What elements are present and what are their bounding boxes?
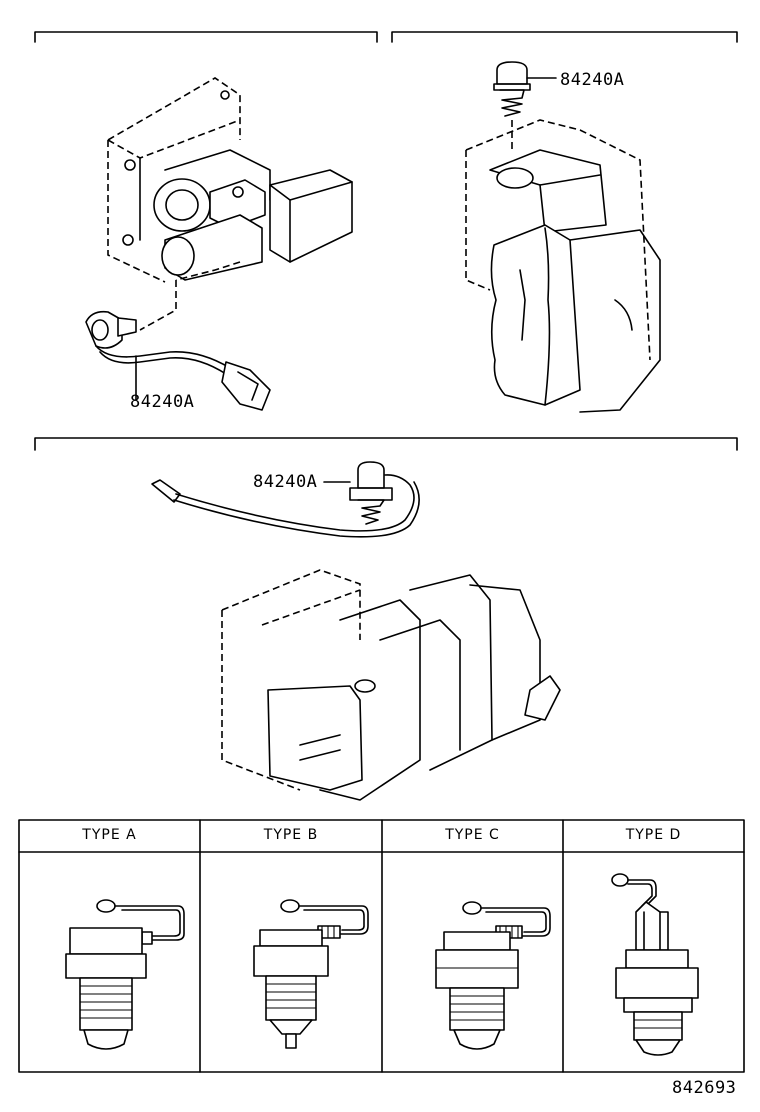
type-c-header: TYPE C: [445, 827, 500, 843]
switch-with-harness-middle: [151, 461, 420, 538]
switch-type-d-drawing: [611, 873, 699, 1056]
switch-type-b-drawing: [253, 899, 369, 1049]
type-d-header: TYPE D: [625, 827, 682, 843]
type-a-header: TYPE A: [82, 827, 137, 843]
type-table-grid: [18, 819, 745, 1073]
transmission-assembly-middle: [221, 569, 561, 801]
callout-part-number-top-left: 84240A: [130, 392, 195, 412]
switch-with-harness-left: [85, 310, 271, 411]
callout-part-number-top-right: 84240A: [560, 70, 625, 90]
transmission-housing-left: [107, 77, 353, 331]
callout-part-number-middle: 84240A: [253, 472, 318, 492]
transmission-housing-right: [465, 61, 661, 413]
type-b-header: TYPE B: [263, 827, 319, 843]
switch-type-a-drawing: [65, 899, 185, 1050]
section-bracket-middle: [34, 437, 738, 451]
section-bracket-top-right: [391, 31, 738, 43]
section-bracket-top-left: [34, 31, 378, 43]
switch-type-c-drawing: [435, 901, 551, 1050]
drawing-number: 842693: [672, 1078, 737, 1098]
